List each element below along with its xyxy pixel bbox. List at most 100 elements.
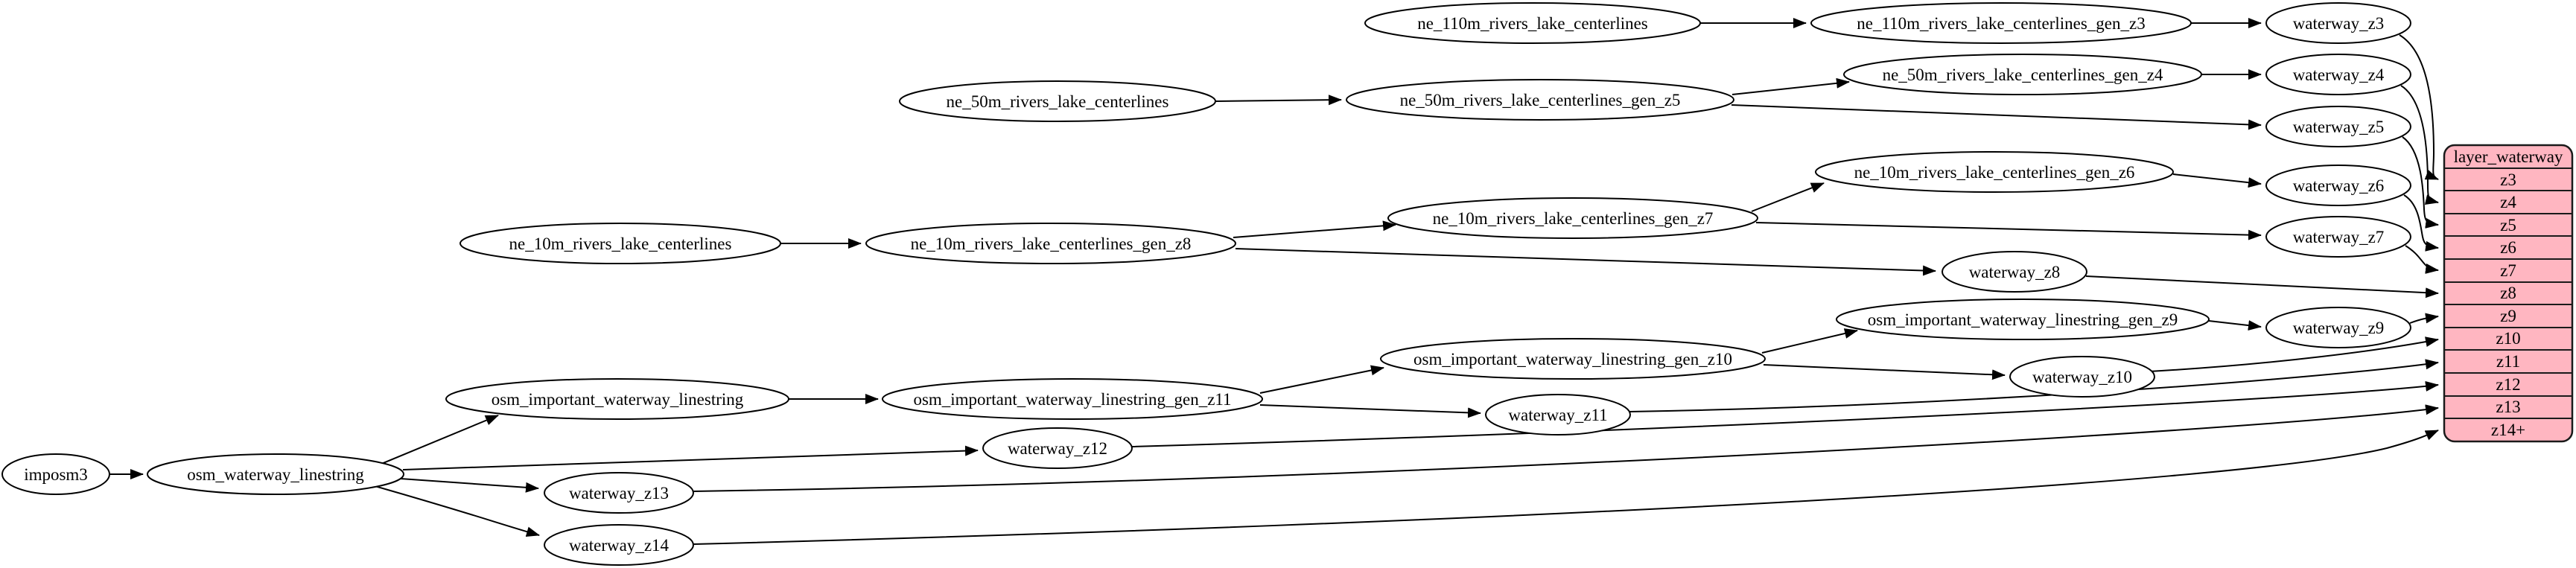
node-ne-10m-rivers-lake-centerlines-gen-z6: ne_10m_rivers_lake_centerlines_gen_z6: [1815, 151, 2174, 193]
edge-gen-z8-gen-z7: [1233, 220, 1396, 238]
waterway-z11-label: waterway_z11: [1508, 406, 1607, 424]
edge-gen-z7-gen-z6: [1751, 182, 1825, 212]
waterway-z3-label: waterway_z3: [2293, 14, 2385, 33]
node-waterway-z9: waterway_z9: [2265, 307, 2411, 348]
edge-gen-z10-gen-z9: [1761, 328, 1858, 354]
record-row-z3: z3: [2500, 170, 2516, 189]
edge-osm-waterway-waterway-z14: [372, 485, 540, 537]
edge-ne50m-gen-z5: [1215, 95, 1342, 106]
edge-waterway-z5-record: [2402, 136, 2439, 229]
node-waterway-z4: waterway_z4: [2265, 54, 2411, 95]
ne-10m-rivers-lake-centerlines-gen-z8-shape: [865, 223, 1236, 264]
osm-important-waterway-linestring-gen-z11-shape: [882, 378, 1263, 420]
record-row-z14: z14+: [2491, 421, 2525, 439]
node-waterway-z6: waterway_z6: [2265, 165, 2411, 206]
record-row-z12: z12: [2496, 375, 2520, 394]
node-osm-important-waterway-linestring-gen-z10: osm_important_waterway_linestring_gen_z1…: [1380, 338, 1766, 380]
ne-10m-rivers-lake-centerlines-gen-z8-label: ne_10m_rivers_lake_centerlines_gen_z8: [911, 234, 1192, 253]
osm-important-waterway-linestring-shape: [445, 378, 789, 420]
waterway-z5-label: waterway_z5: [2293, 118, 2385, 136]
osm-important-waterway-linestring-gen-z10-label: osm_important_waterway_linestring_gen_z1…: [1413, 350, 1732, 368]
ne-10m-rivers-lake-centerlines-gen-z6-shape: [1815, 151, 2174, 193]
edge-waterway-z13-record: [693, 404, 2439, 492]
edge-waterway-z10-record: [2149, 336, 2439, 372]
edge-gen-z7-waterway-z7: [1755, 222, 2262, 240]
edge-gen-z10-waterway-z10: [1763, 364, 2006, 380]
node-ne-50m-rivers-lake-centerlines-gen-z4: ne_50m_rivers_lake_centerlines_gen_z4: [1843, 54, 2202, 95]
node-ne-50m-rivers-lake-centerlines-gen-z5: ne_50m_rivers_lake_centerlines_gen_z5: [1346, 79, 1734, 121]
record-title: layer_waterway: [2454, 147, 2563, 166]
edge-gen-z5-waterway-z5: [1731, 104, 2262, 130]
node-waterway-z7: waterway_z7: [2265, 216, 2411, 258]
edge-waterway-z3-record: [2399, 34, 2439, 180]
waterway-z5-shape: [2265, 106, 2411, 147]
node-waterway-z3: waterway_z3: [2265, 2, 2411, 44]
ne-10m-rivers-lake-centerlines-gen-z6-label: ne_10m_rivers_lake_centerlines_gen_z6: [1854, 163, 2135, 182]
osm-important-waterway-linestring-gen-z9-shape: [1836, 299, 2210, 340]
osm-waterway-linestring-shape: [147, 453, 404, 495]
record-row-z9: z9: [2500, 307, 2516, 325]
edge-osm-waterway-osm-important: [375, 415, 499, 467]
ne-50m-rivers-lake-centerlines-gen-z5-shape: [1346, 79, 1734, 121]
waterway-z13-label: waterway_z13: [569, 484, 669, 502]
osm-important-waterway-linestring-gen-z11-label: osm_important_waterway_linestring_gen_z1…: [913, 390, 1231, 409]
record-background: [2443, 144, 2574, 443]
edge-waterway-z12-record: [1131, 380, 2439, 447]
edge-gen-z5-gen-z4: [1731, 77, 1850, 95]
node-waterway-z14: waterway_z14: [544, 524, 694, 566]
edge-waterway-z9-record: [2409, 313, 2439, 324]
imposm3-label: imposm3: [24, 465, 88, 484]
osm-important-waterway-linestring-label: osm_important_waterway_linestring: [492, 390, 744, 409]
edge-gen-z11-gen-z10: [1259, 365, 1384, 394]
ne-110m-rivers-lake-centerlines-shape: [1364, 2, 1701, 44]
waterway-z11-shape: [1485, 394, 1631, 435]
waterway-z9-shape: [2265, 307, 2411, 348]
record-separators: [2444, 167, 2572, 419]
osm-waterway-linestring-label: osm_waterway_linestring: [187, 465, 364, 484]
osm-important-waterway-linestring-gen-z10-shape: [1380, 338, 1766, 380]
edge-gen-z11-waterway-z11: [1259, 404, 1481, 418]
record-row-z6: z6: [2500, 238, 2516, 257]
record-layer-waterway: layer_waterway z3 z4 z5 z6 z7 z8 z9 z10 …: [2443, 144, 2574, 443]
record-row-z8: z8: [2500, 284, 2516, 302]
imposm3-shape: [1, 453, 110, 495]
ne-50m-rivers-lake-centerlines-gen-z4-label: ne_50m_rivers_lake_centerlines_gen_z4: [1883, 66, 2163, 84]
waterway-z6-shape: [2265, 165, 2411, 206]
waterway-z4-shape: [2265, 54, 2411, 95]
node-osm-important-waterway-linestring-gen-z9: osm_important_waterway_linestring_gen_z9: [1836, 299, 2210, 340]
waterway-z12-shape: [982, 427, 1133, 469]
waterway-z7-shape: [2265, 216, 2411, 258]
ne-110m-rivers-lake-centerlines-gen-z3-shape: [1810, 2, 2192, 44]
ne-10m-rivers-lake-centerlines-gen-z7-label: ne_10m_rivers_lake_centerlines_gen_z7: [1433, 209, 1714, 228]
edge-gen-z9-waterway-z9: [2208, 320, 2262, 331]
waterway-z14-label: waterway_z14: [569, 536, 670, 555]
ne-10m-rivers-lake-centerlines-shape: [459, 223, 781, 264]
node-waterway-z13: waterway_z13: [544, 472, 694, 514]
node-waterway-z10: waterway_z10: [2009, 356, 2155, 398]
waterway-z8-shape: [1941, 251, 2087, 293]
ne-50m-rivers-lake-centerlines-gen-z4-shape: [1843, 54, 2202, 95]
edge-osm-waterway-waterway-z12: [402, 445, 979, 470]
node-ne-10m-rivers-lake-centerlines-gen-z8: ne_10m_rivers_lake_centerlines_gen_z8: [865, 223, 1236, 264]
waterway-z13-shape: [544, 472, 694, 514]
node-ne-110m-rivers-lake-centerlines-gen-z3: ne_110m_rivers_lake_centerlines_gen_z3: [1810, 2, 2192, 44]
node-osm-waterway-linestring: osm_waterway_linestring: [147, 453, 404, 495]
record-row-z10: z10: [2496, 329, 2520, 348]
waterway-z4-label: waterway_z4: [2293, 66, 2385, 84]
record-row-z5: z5: [2500, 216, 2516, 234]
edges: [109, 18, 2439, 545]
waterway-z10-label: waterway_z10: [2032, 368, 2132, 386]
waterway-z14-shape: [544, 524, 694, 566]
edge-waterway-z4-record: [2400, 85, 2439, 205]
waterway-z12-label: waterway_z12: [1008, 439, 1107, 458]
record-row-z11: z11: [2496, 352, 2520, 371]
ne-110m-rivers-lake-centerlines-label: ne_110m_rivers_lake_centerlines: [1417, 14, 1648, 33]
node-waterway-z11: waterway_z11: [1485, 394, 1631, 435]
node-waterway-z5: waterway_z5: [2265, 106, 2411, 147]
ne-10m-rivers-lake-centerlines-gen-z7-shape: [1387, 197, 1758, 239]
waterway-z6-label: waterway_z6: [2293, 176, 2385, 195]
edge-waterway-z6-record: [2403, 194, 2439, 252]
edge-waterway-z7-record: [2405, 245, 2439, 274]
